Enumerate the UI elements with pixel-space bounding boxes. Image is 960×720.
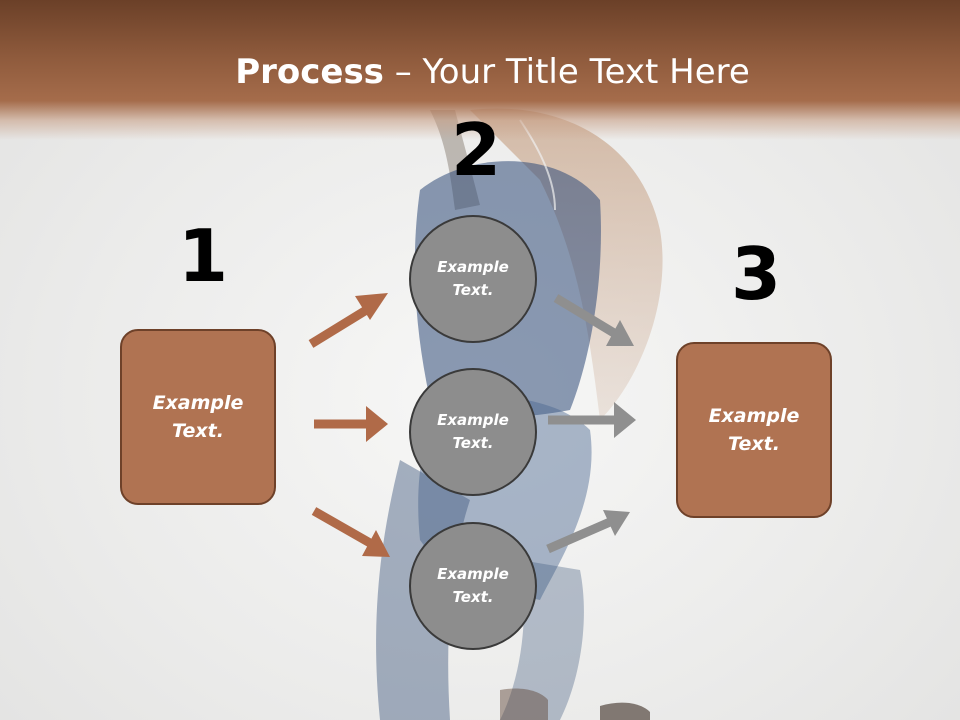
step-1-text-line2: Text. — [172, 420, 224, 442]
circle-1-text-line1: Example — [437, 257, 509, 276]
header-band — [0, 0, 960, 140]
circle-2-text-line1: Example — [437, 410, 509, 429]
arrow-circle-3-to-3 — [546, 510, 630, 554]
step-1-text-line1: Example — [152, 391, 244, 414]
arrow-circle-2-to-3 — [548, 402, 636, 438]
step-number-3: 3 — [731, 232, 782, 316]
circle-1-text-line2: Text. — [452, 281, 494, 299]
arrow-circle-1-to-3 — [553, 294, 634, 346]
circle-3-text-line2: Text. — [452, 588, 494, 606]
circle-2-text-line2: Text. — [452, 434, 494, 452]
title-rest: – Your Title Text Here — [383, 52, 750, 92]
step-number-2: 2 — [451, 108, 502, 192]
step-3-text-line2: Text. — [728, 433, 780, 455]
circle-3-text-line1: Example — [437, 564, 509, 583]
step-number-1: 1 — [178, 214, 229, 298]
arrow-1-to-circle-3 — [311, 507, 390, 557]
slide-title: Process – Your Title Text Here — [0, 52, 960, 92]
step-3-text-line1: Example — [708, 404, 800, 427]
arrow-1-to-circle-1 — [308, 293, 388, 348]
title-bold: Process — [235, 52, 384, 92]
arrow-1-to-circle-2 — [314, 406, 388, 442]
